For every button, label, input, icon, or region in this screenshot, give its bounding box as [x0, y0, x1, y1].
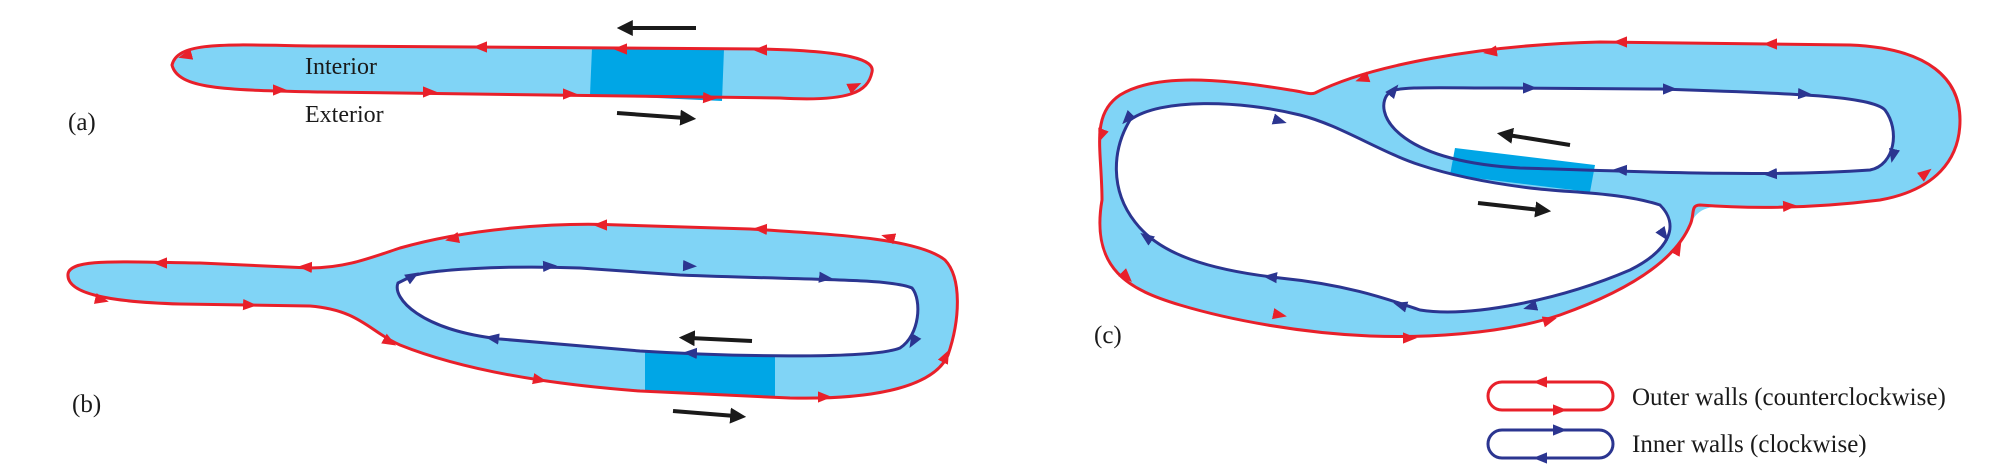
legend-outer-label: Outer walls (counterclockwise) [1632, 384, 1946, 411]
panel-c-inner-arrow [1271, 113, 1287, 125]
legend-outer-swatch [1486, 380, 1615, 412]
panel-b: (b) [66, 219, 959, 424]
panel-b-outer-wall [66, 222, 959, 400]
panel-a: Interior Exterior (a) [68, 20, 874, 136]
panel-c-highlight-segment [1450, 148, 1595, 192]
panel-b-channel-fill [67, 224, 958, 399]
panel-a-flow-arrow-bottom [616, 109, 697, 126]
panel-a-highlight-segment [590, 48, 724, 101]
panel-c-flow-arrow-bottom [1477, 201, 1552, 218]
panel-b-inner-wall [395, 265, 920, 358]
legend-inner-swatch [1486, 428, 1615, 460]
legend: Outer walls (counterclockwise) Inner wal… [1486, 376, 1946, 464]
panel-c-channel-fill [1099, 42, 1960, 337]
panel-a-label: (a) [68, 109, 96, 136]
panel-b-highlight-segment [645, 352, 775, 396]
panel-c-label: (c) [1094, 322, 1122, 349]
panel-a-outer-wall [170, 43, 874, 101]
panel-c-inner-wall-upper [1382, 86, 1895, 175]
panel-b-flow-arrow-top [678, 330, 753, 347]
exterior-label: Exterior [305, 102, 384, 128]
panel-c-inner-arrow [1655, 226, 1669, 241]
panel-b-flow-arrow-bottom [672, 407, 747, 424]
interior-label: Interior [305, 54, 377, 80]
legend-inner-label: Inner walls (clockwise) [1632, 431, 1867, 458]
panel-c: (c) [1094, 36, 1962, 349]
panel-c-outer-wall [1098, 40, 1962, 339]
panel-b-label: (b) [72, 391, 101, 418]
panel-c-inner-wall-lower [1114, 102, 1672, 314]
panel-c-flow-arrow-top [1496, 127, 1571, 147]
